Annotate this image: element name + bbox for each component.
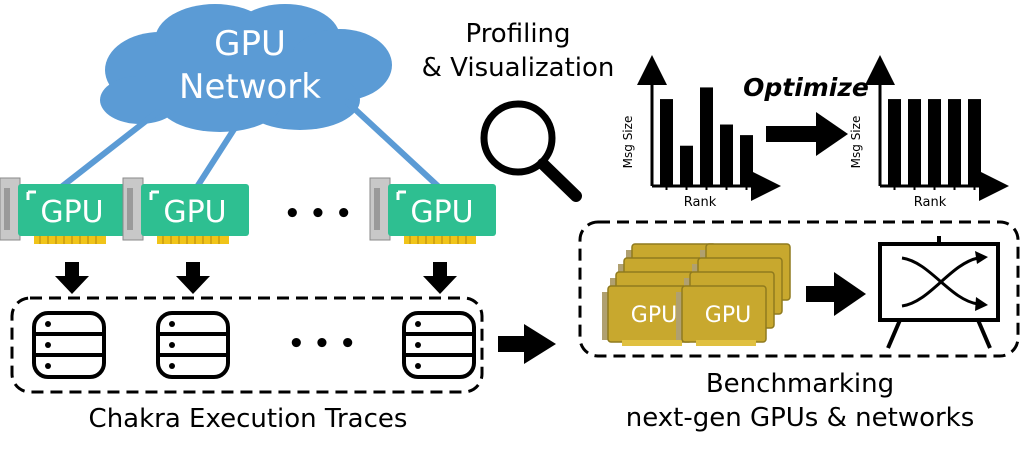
gpu-card-label: GPU — [705, 303, 751, 328]
magnifier-icon — [480, 100, 582, 202]
benchmark-title-line2: next-gen GPUs & networks — [626, 403, 975, 433]
network-link — [192, 118, 243, 192]
optimize-label: Optimize — [743, 73, 869, 102]
network-cloud: GPU Network — [100, 4, 392, 132]
chart-bars — [660, 87, 753, 190]
profiling-title-line1: Profiling — [465, 19, 570, 49]
cloud-title-line2: Network — [179, 67, 321, 107]
traces-dashed-box — [10, 296, 484, 394]
down-arrow-icon — [55, 262, 89, 294]
chart-ylabel: Msg Size — [621, 116, 635, 169]
profiling-title-line2: & Visualization — [422, 53, 615, 83]
chart-bar — [720, 124, 733, 186]
chart-bar — [660, 99, 673, 186]
network-link — [342, 97, 443, 191]
database-icon — [156, 311, 230, 379]
next-gen-gpu-card: GPU — [601, 285, 693, 347]
chart-bar — [928, 99, 941, 186]
gpu-card-label: GPU — [40, 195, 103, 230]
gpu-card-label: GPU — [163, 195, 226, 230]
right-arrow-icon — [806, 272, 866, 316]
traces-ellipsis: • • • — [288, 329, 356, 359]
database-icon — [402, 311, 476, 379]
chart-ylabel: Msg Size — [849, 116, 863, 169]
gpu-card: GPU — [368, 176, 498, 246]
right-arrow-icon — [498, 324, 556, 364]
msg-size-chart-balanced: Msg Size Rank — [849, 55, 1009, 210]
chart-bar — [740, 135, 753, 186]
network-link — [58, 107, 162, 191]
next-gen-gpu-stack: GPU GPU GPU GPU — [675, 243, 791, 347]
database-icon — [32, 311, 106, 379]
chart-bars — [888, 99, 981, 190]
traces-label: Chakra Execution Traces — [89, 404, 408, 434]
gpu-card-label: GPU — [410, 195, 473, 230]
chart-bar — [908, 99, 921, 186]
down-arrow-icon — [423, 262, 457, 294]
next-gen-gpu-card: GPU — [675, 285, 767, 347]
gpu-card: GPU — [121, 176, 251, 246]
benchmark-title-line1: Benchmarking — [706, 369, 894, 399]
chart-xlabel: Rank — [684, 195, 717, 210]
network-links — [58, 97, 443, 192]
network-topology-board-icon — [878, 236, 1000, 349]
down-arrow-icon — [176, 262, 210, 294]
chart-bar — [700, 87, 713, 186]
optimize-arrow-icon — [766, 112, 848, 156]
gpu-ellipsis: • • • — [284, 199, 352, 229]
gpu-card: GPU — [0, 176, 128, 246]
cloud-title-line1: GPU — [214, 24, 286, 64]
chart-bar — [680, 145, 693, 186]
benchmark-dashed-box — [578, 220, 1020, 358]
chart-bar — [888, 99, 901, 186]
chart-bar — [968, 99, 981, 186]
gpu-card-label: GPU — [631, 303, 677, 328]
msg-size-chart-unbalanced: Msg Size Rank — [621, 55, 781, 210]
chart-bar — [948, 99, 961, 186]
chart-xlabel: Rank — [914, 195, 947, 210]
